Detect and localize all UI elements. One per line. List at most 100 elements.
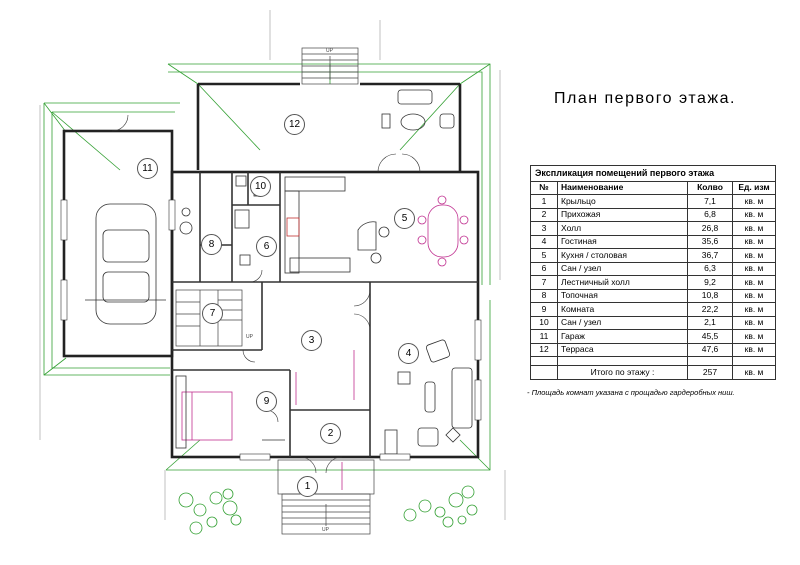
room-marker-10: 10 <box>250 176 271 197</box>
room-marker-1: 1 <box>297 476 318 497</box>
row-name: Топочная <box>557 288 688 303</box>
table-row: 12 Терраса 47,6 кв. м <box>530 342 776 357</box>
stove-icon <box>286 217 300 237</box>
row-unit: кв. м <box>732 261 776 276</box>
row-area: 26,8 <box>687 221 733 236</box>
total-unit: кв. м <box>732 365 776 380</box>
stair-top-label: UP <box>326 48 334 54</box>
table-row: 9 Комната 22,2 кв. м <box>530 302 776 317</box>
header-unit: Ед. изм <box>732 180 776 195</box>
row-unit: кв. м <box>732 329 776 344</box>
row-unit: кв. м <box>732 207 776 222</box>
row-unit: кв. м <box>732 315 776 330</box>
row-unit: кв. м <box>732 302 776 317</box>
row-area: 10,8 <box>687 288 733 303</box>
row-name: Гараж <box>557 329 688 344</box>
row-num: 3 <box>530 221 558 236</box>
row-name: Кухня / столовая <box>557 248 688 263</box>
table-row: 11 Гараж 45,5 кв. м <box>530 329 776 344</box>
row-area: 6,3 <box>687 261 733 276</box>
row-num: 5 <box>530 248 558 263</box>
room-marker-8: 8 <box>201 234 222 255</box>
row-unit: кв. м <box>732 248 776 263</box>
windows <box>60 199 482 461</box>
row-name: Сан / узел <box>557 261 688 276</box>
table-row: 4 Гостиная 35,6 кв. м <box>530 234 776 249</box>
row-num: 12 <box>530 342 558 357</box>
table-row: 3 Холл 26,8 кв. м <box>530 221 776 236</box>
wardrobe <box>175 375 285 449</box>
bed-icon <box>181 391 233 441</box>
row-num: 6 <box>530 261 558 276</box>
table-row: 7 Лестничный холл 9,2 кв. м <box>530 275 776 290</box>
row-num: 9 <box>530 302 558 317</box>
table-row: 10 Сан / узел 2,1 кв. м <box>530 315 776 330</box>
row-unit: кв. м <box>732 275 776 290</box>
row-name: Крыльцо <box>557 194 688 209</box>
row-area: 47,6 <box>687 342 733 357</box>
header-name: Наименование <box>557 180 688 195</box>
glass-partitions <box>295 350 355 490</box>
page-title: План первого этажа. <box>554 90 736 107</box>
kitchen-counters <box>284 176 390 274</box>
site-lines <box>39 10 506 520</box>
interior-stair <box>175 289 243 347</box>
row-area: 6,8 <box>687 207 733 222</box>
total-area: 257 <box>687 365 733 380</box>
row-name: Сан / узел <box>557 315 688 330</box>
table-spacer-row <box>530 356 776 366</box>
table-caption: Экспликация помещений первого этажа <box>530 165 776 182</box>
room-marker-7: 7 <box>202 303 223 324</box>
living-furniture <box>384 339 473 455</box>
row-area: 7,1 <box>687 194 733 209</box>
interior-walls <box>172 172 478 457</box>
row-name: Комната <box>557 302 688 317</box>
room-marker-11: 11 <box>137 158 158 179</box>
row-unit: кв. м <box>732 221 776 236</box>
room-marker-12: 12 <box>284 114 305 135</box>
row-area: 36,7 <box>687 248 733 263</box>
table-row: 6 Сан / узел 6,3 кв. м <box>530 261 776 276</box>
room-marker-4: 4 <box>398 343 419 364</box>
row-unit: кв. м <box>732 194 776 209</box>
row-area: 22,2 <box>687 302 733 317</box>
car-icon <box>85 203 166 325</box>
dining-table <box>417 195 469 267</box>
interior-stair-label: UP <box>246 334 254 340</box>
table-total-row: Итого по этажу : 257 кв. м <box>530 365 776 380</box>
row-name: Холл <box>557 221 688 236</box>
stair-bottom <box>277 459 375 535</box>
row-num: 10 <box>530 315 558 330</box>
row-num: 11 <box>530 329 558 344</box>
row-name: Гостиная <box>557 234 688 249</box>
row-area: 35,6 <box>687 234 733 249</box>
footnote: - Площадь комнат указана с прощадью гард… <box>527 388 735 397</box>
row-num: 7 <box>530 275 558 290</box>
row-unit: кв. м <box>732 342 776 357</box>
row-name: Лестничный холл <box>557 275 688 290</box>
row-num: 8 <box>530 288 558 303</box>
total-label: Итого по этажу : <box>557 365 688 380</box>
shrubs <box>178 485 478 535</box>
door-swings <box>111 114 421 474</box>
header-num: № <box>530 180 558 195</box>
room-marker-5: 5 <box>394 208 415 229</box>
table-row: 5 Кухня / столовая 36,7 кв. м <box>530 248 776 263</box>
row-area: 9,2 <box>687 275 733 290</box>
row-unit: кв. м <box>732 234 776 249</box>
room-marker-6: 6 <box>256 236 277 257</box>
stair-bottom-label: UP <box>322 527 330 533</box>
header-area: Колво <box>687 180 733 195</box>
row-name: Прихожая <box>557 207 688 222</box>
table-row: 8 Топочная 10,8 кв. м <box>530 288 776 303</box>
stair-top <box>301 47 359 85</box>
row-num: 2 <box>530 207 558 222</box>
row-num: 1 <box>530 194 558 209</box>
room-marker-3: 3 <box>301 330 322 351</box>
roof-outline <box>43 63 491 471</box>
terrace-furniture <box>381 89 455 131</box>
room-marker-9: 9 <box>256 391 277 412</box>
table-row: 2 Прихожая 6,8 кв. м <box>530 207 776 222</box>
table-row: 1 Крыльцо 7,1 кв. м <box>530 194 776 209</box>
